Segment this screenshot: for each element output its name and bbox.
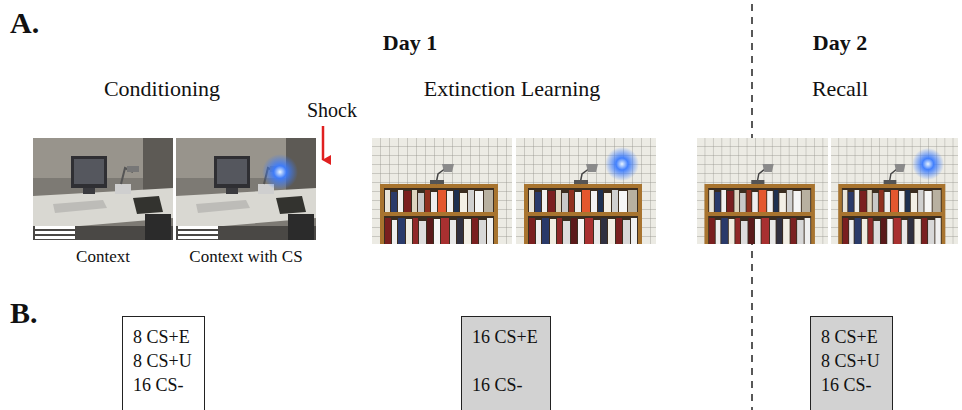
- trial-count: 8 CS+U: [133, 349, 194, 373]
- trial-count: 8 CS+U: [821, 349, 882, 373]
- photo-caption: Context: [76, 247, 130, 267]
- photo-caption: Context with CS: [189, 247, 302, 267]
- cs-light: [262, 154, 298, 190]
- cs-light: [605, 147, 639, 181]
- trial-count-box: 16 CS+E 16 CS-: [461, 316, 551, 410]
- trial-count: 16 CS-: [472, 373, 540, 397]
- phase-title: Extinction Learning: [424, 76, 601, 101]
- trial-count-box: 8 CS+E8 CS+U16 CS-: [122, 316, 205, 410]
- context-photo: [33, 138, 173, 240]
- extinction-cs-photo: [516, 138, 656, 244]
- trial-count: 8 CS+E: [133, 325, 194, 349]
- trial-count: 16 CS-: [821, 373, 882, 397]
- recall-cs-photo: [831, 138, 958, 244]
- trial-count: 16 CS+E: [472, 325, 540, 349]
- shock-arrow: [322, 126, 325, 160]
- context-cs-photo: [176, 138, 316, 240]
- phase-title: Conditioning: [104, 76, 220, 101]
- day-heading: Day 2: [813, 30, 867, 55]
- panel-letter: B.: [10, 296, 38, 331]
- day-heading: Day 1: [383, 30, 437, 55]
- trial-count: 16 CS-: [133, 373, 194, 397]
- phase-title: Recall: [812, 76, 868, 101]
- cs-light: [912, 148, 944, 180]
- shock-label: Shock: [307, 99, 357, 122]
- panel-letter: A.: [10, 6, 39, 41]
- trial-count: 8 CS+E: [821, 325, 882, 349]
- extinction-context-photo: [372, 138, 512, 244]
- trial-count-box: 8 CS+E8 CS+U16 CS-: [810, 316, 893, 410]
- recall-context-photo: [697, 138, 828, 244]
